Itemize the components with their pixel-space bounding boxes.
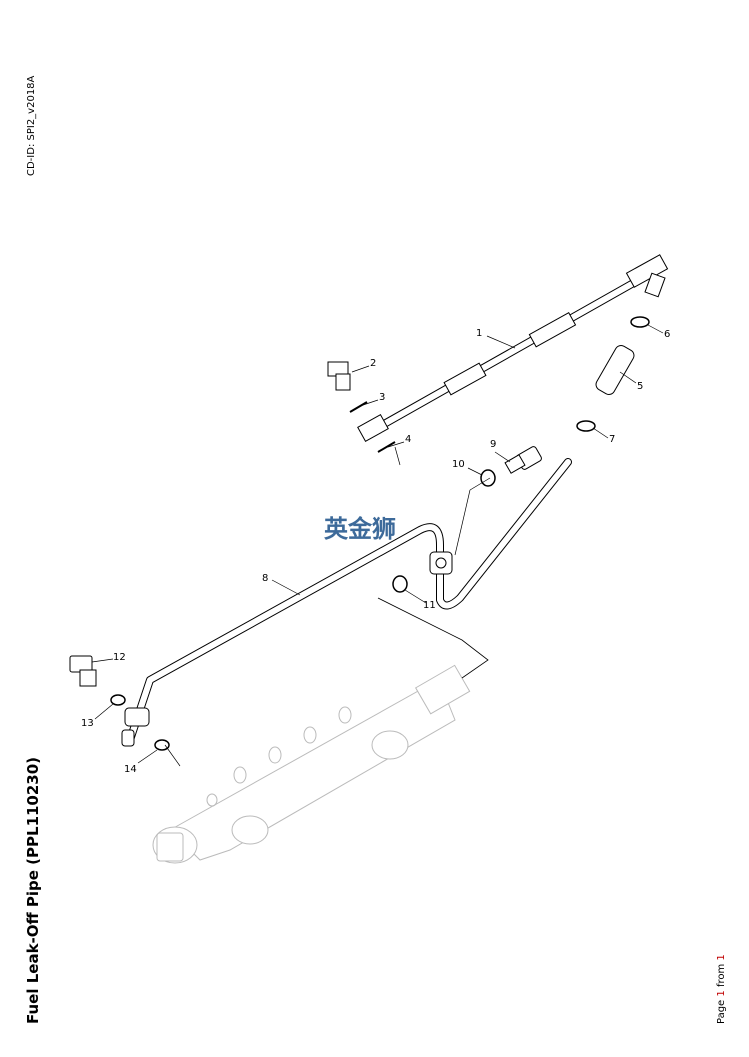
callout-11: 11 <box>423 600 436 611</box>
callout-14: 14 <box>124 764 137 775</box>
callout-13: 13 <box>81 718 94 729</box>
callout-6: 6 <box>664 329 670 340</box>
callout-1: 1 <box>476 328 482 339</box>
assembly-bracket-line <box>377 597 489 679</box>
callout-3: 3 <box>379 392 385 403</box>
watermark: 英金狮 <box>324 515 396 543</box>
seal-ring-10 <box>480 469 496 487</box>
pipe-8 <box>126 458 572 744</box>
common-rail <box>152 664 471 864</box>
tee-connector <box>429 551 453 575</box>
leader-lines <box>91 324 664 767</box>
callout-8: 8 <box>262 573 268 584</box>
callout-10: 10 <box>452 459 465 470</box>
callout-12: 12 <box>113 652 126 663</box>
banjo-bolt-12 <box>69 655 97 687</box>
banjo-fitting <box>121 707 150 747</box>
seal-ring-3 <box>349 401 368 413</box>
banjo-bolt-2 <box>327 361 351 391</box>
seal-ring-14 <box>154 739 170 751</box>
callout-labels: 1 2 3 4 5 6 7 8 9 10 11 12 13 14 <box>81 328 670 775</box>
callout-4: 4 <box>405 434 411 445</box>
seal-ring-13 <box>110 694 126 706</box>
hollow-bolt-9 <box>504 446 542 474</box>
callout-9: 9 <box>490 439 496 450</box>
callout-2: 2 <box>370 358 376 369</box>
seal-ring-11 <box>392 575 408 593</box>
callout-5: 5 <box>637 381 643 392</box>
clip-7 <box>576 420 596 432</box>
callout-7: 7 <box>609 434 615 445</box>
seal-ring-4 <box>377 441 396 453</box>
pipe-1 <box>357 254 669 442</box>
hose-5 <box>595 345 635 395</box>
clip-6 <box>630 316 650 328</box>
